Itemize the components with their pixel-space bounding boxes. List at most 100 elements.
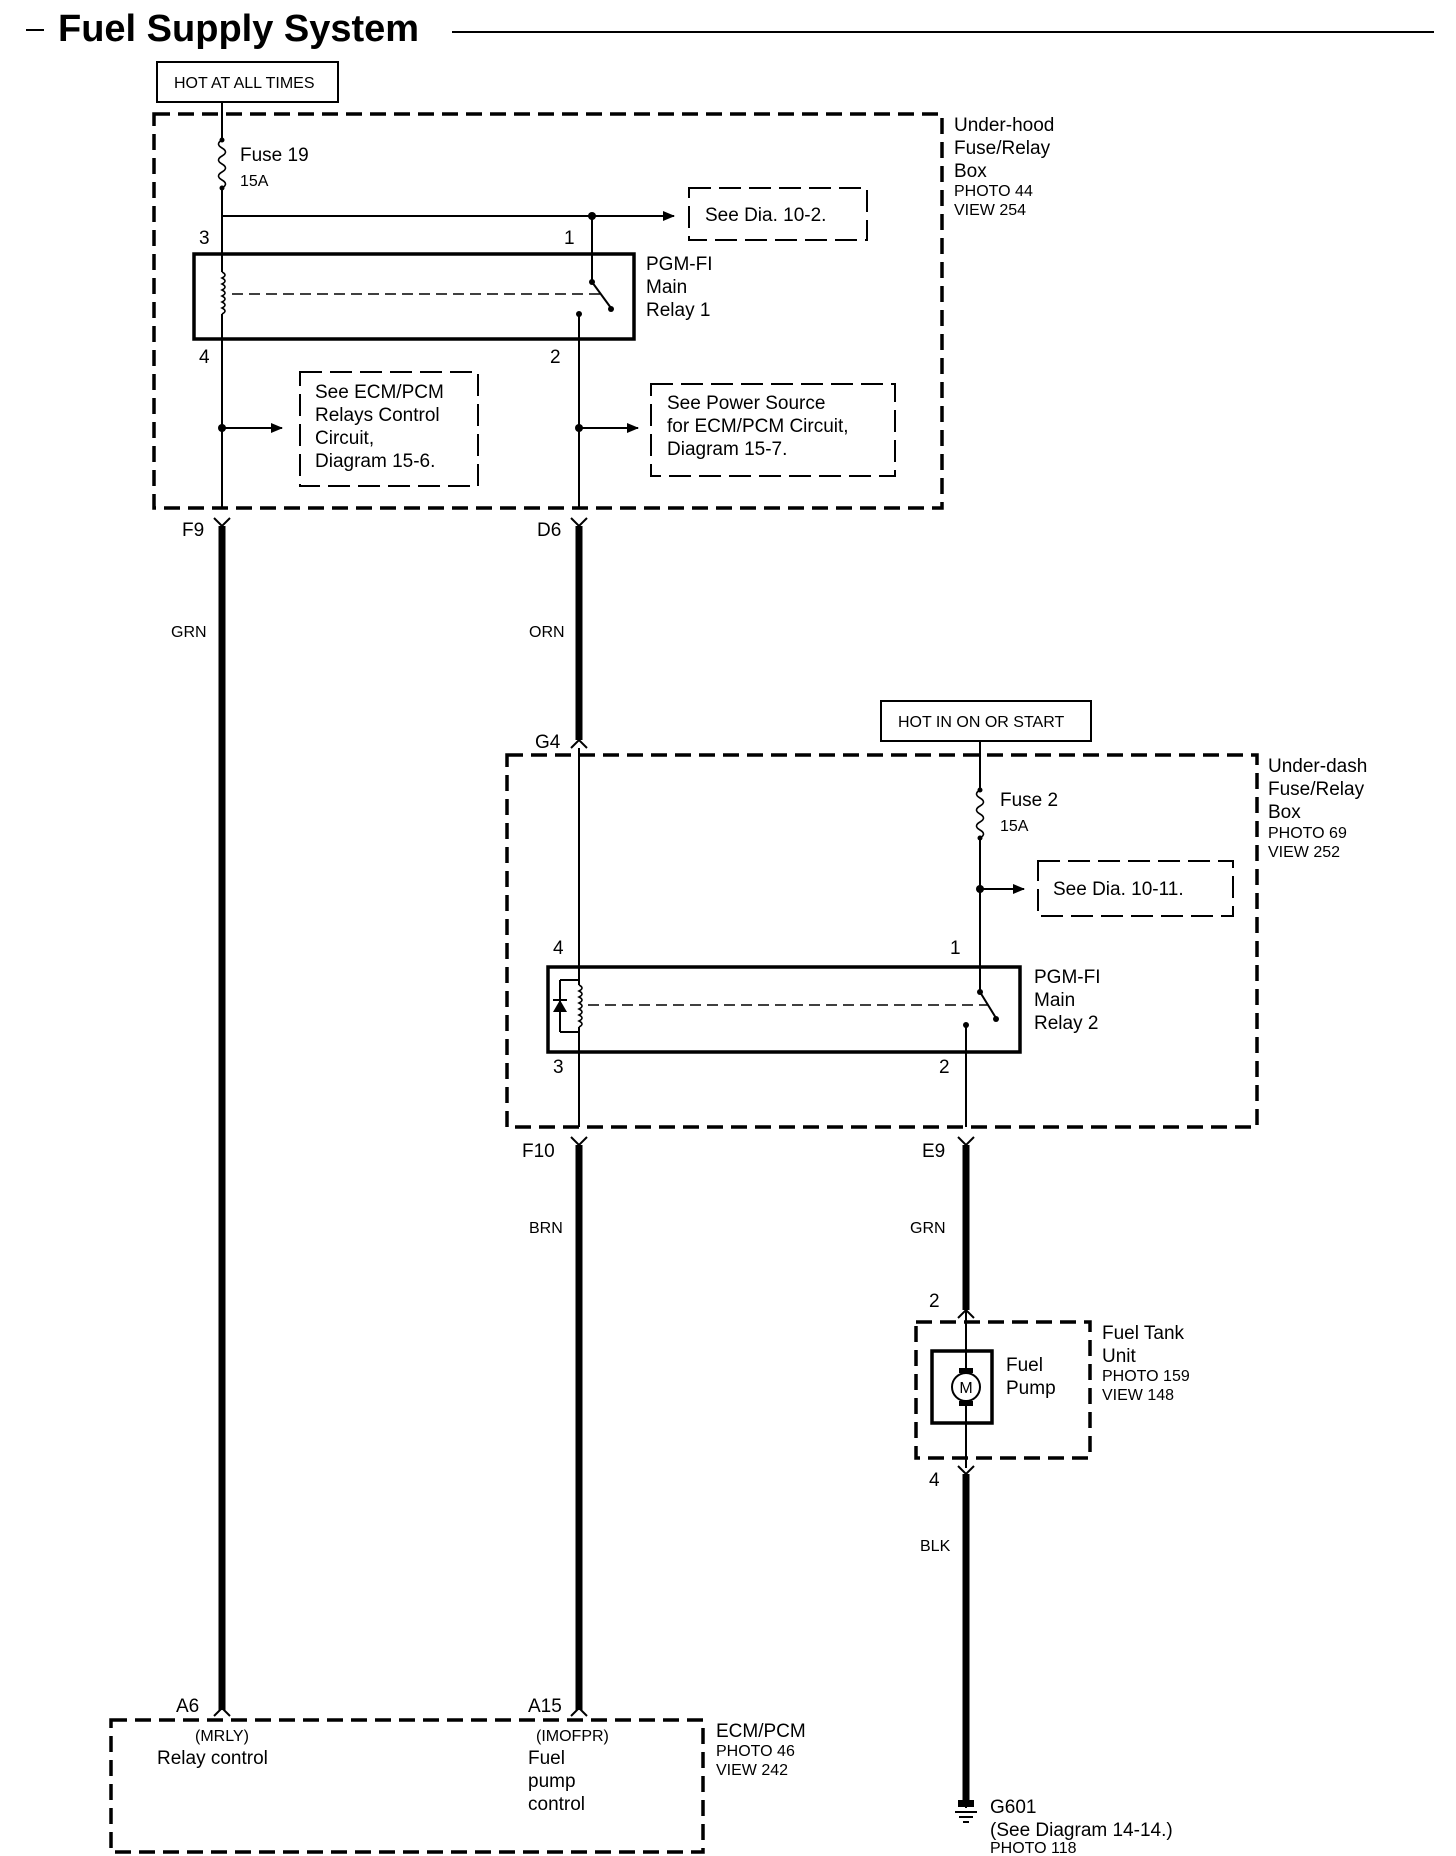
g4-connector-mark: [570, 738, 588, 749]
relay-switch-icon: [591, 281, 612, 309]
fuel-tank-view: VIEW 148: [1102, 1387, 1174, 1404]
connector-g4: G4: [535, 732, 561, 753]
fuse-2-label: Fuse 2: [1000, 790, 1058, 811]
f9-connector-mark: [213, 517, 231, 528]
ground-g601: G601 (See Diagram 14-14.) PHOTO 118: [955, 1797, 1173, 1856]
relay1-name-2: Main: [646, 277, 687, 298]
relay2-name-2: Main: [1034, 990, 1075, 1011]
relay2-name-3: Relay 2: [1034, 1013, 1098, 1034]
relay1-name-1: PGM-FI: [646, 254, 713, 275]
see-dia-10-11-text: See Dia. 10-11.: [1053, 879, 1184, 900]
wire-color-blk: BLK: [920, 1538, 951, 1555]
fuse2-end-top: [977, 787, 983, 793]
relay1-pin-2: 2: [550, 347, 561, 368]
underdash-box-outline: [505, 753, 1259, 1129]
relay1-pin-4: 4: [199, 347, 210, 368]
relay1-name-3: Relay 1: [646, 300, 710, 321]
see-ecm-relays-2: Relays Control: [315, 405, 440, 426]
relay2-contact-arm: [993, 1016, 999, 1022]
fuel-tank-unit: 2 M Fuel Pump Fuel Tank Unit PHOTO 159 V…: [914, 1291, 1190, 1800]
relay-2-coil-icon: [577, 984, 583, 1028]
see-dia-10-2-text: See Dia. 10-2.: [705, 205, 826, 226]
motor-symbol: M: [959, 1380, 972, 1397]
ground-name: G601: [990, 1797, 1036, 1818]
f10-connector-mark: [570, 1136, 588, 1147]
underdash-fuse-relay-box: Under-dash Fuse/Relay Box PHOTO 69 VIEW …: [505, 748, 1367, 1129]
fuel-pump-name-2: Pump: [1006, 1378, 1056, 1399]
e9-connector-mark: [957, 1136, 975, 1147]
lower-harness: F10 E9 BRN GRN: [522, 1136, 975, 1710]
relay-2-box: [546, 965, 1022, 1054]
diode-icon: [553, 979, 579, 1033]
fuel-pump-control-1: Fuel: [528, 1748, 565, 1769]
see-dia-10-2-box: [688, 187, 868, 241]
connector-f9: F9: [182, 520, 204, 541]
relay2-pin-1: 1: [950, 938, 961, 959]
a15-connector-mark: [570, 1706, 588, 1717]
hot-in-on-or-start-label: HOT IN ON OR START: [880, 700, 1092, 790]
see-ecm-relays-1: See ECM/PCM: [315, 382, 444, 403]
underdash-view: VIEW 252: [1268, 844, 1340, 861]
fuel-tank-pin-4: 4: [929, 1470, 940, 1491]
underdash-name-1: Under-dash: [1268, 756, 1367, 777]
fuel-tank-photo: PHOTO 159: [1102, 1368, 1190, 1385]
connector-a6: A6: [176, 1696, 199, 1717]
see-ecm-relays-box: [299, 371, 479, 487]
fuse-end-top: [219, 137, 225, 143]
fuel-tank-name-2: Unit: [1102, 1346, 1137, 1367]
connector-a15: A15: [528, 1696, 562, 1717]
relay2-pin-3: 3: [553, 1057, 564, 1078]
ground-icon: [955, 1800, 977, 1823]
relay-control-label: Relay control: [157, 1748, 268, 1769]
underhood-name-2: Fuse/Relay: [954, 138, 1051, 159]
underhood-name-3: Box: [954, 161, 987, 182]
fuel-tank-name-1: Fuel Tank: [1102, 1323, 1185, 1344]
harness: F9 D6 GRN ORN G4: [171, 517, 588, 1710]
see-ecm-relays-4: Diagram 15-6.: [315, 451, 435, 472]
motor-brush-bottom: [959, 1401, 973, 1406]
fuel-pump-control-3: control: [528, 1794, 585, 1815]
see-power-source-3: Diagram 15-7.: [667, 439, 787, 460]
underdash-photo: PHOTO 69: [1268, 825, 1347, 842]
ecm-name: ECM/PCM: [716, 1721, 806, 1742]
ecm-photo: PHOTO 46: [716, 1743, 795, 1760]
see-power-source-box: [650, 383, 896, 477]
wire-color-grn-left: GRN: [171, 624, 207, 641]
wire-color-brn: BRN: [529, 1220, 563, 1237]
ground-photo: PHOTO 118: [990, 1840, 1077, 1856]
hot-in-on-text: HOT IN ON OR START: [898, 714, 1064, 731]
fuse-2-rating: 15A: [1000, 818, 1029, 835]
wire-color-grn-right: GRN: [910, 1220, 946, 1237]
see-power-source-2: for ECM/PCM Circuit,: [667, 416, 849, 437]
relay-coil-icon: [220, 271, 226, 315]
connector-e9: E9: [922, 1141, 945, 1162]
ecm-view: VIEW 242: [716, 1762, 788, 1779]
ground-plate: [958, 1800, 974, 1807]
hot-at-all-times-box: [156, 61, 339, 103]
fuel-tank-box-outline: [914, 1320, 1092, 1460]
underhood-box-outline: [152, 112, 944, 510]
hot-in-on-box: [880, 700, 1092, 742]
relay1-pin-3: 3: [199, 228, 210, 249]
page-title: Fuel Supply System: [58, 8, 419, 50]
diode-triangle: [553, 1000, 567, 1012]
connector-d6: D6: [537, 520, 561, 541]
fuel-pump-name-1: Fuel: [1006, 1355, 1043, 1376]
underhood-fuse-relay-box: Under-hood Fuse/Relay Box PHOTO 44 VIEW …: [152, 102, 1054, 510]
see-ecm-relays-3: Circuit,: [315, 428, 374, 449]
fuse-19-label: Fuse 19: [240, 145, 309, 166]
relay2-name-1: PGM-FI: [1034, 967, 1101, 988]
fuse-19-rating: 15A: [240, 173, 269, 190]
hot-at-all-times-text: HOT AT ALL TIMES: [174, 75, 315, 92]
connector-f10: F10: [522, 1141, 555, 1162]
ecm-pcm: A6 A15 (MRLY) Relay control (IMOFPR) Fue…: [109, 1696, 806, 1854]
title-bar: Fuel Supply System: [26, 8, 1434, 50]
ground-note: (See Diagram 14-14.): [990, 1820, 1173, 1841]
hot-at-all-times-label: HOT AT ALL TIMES: [156, 61, 339, 103]
wire-color-orn: ORN: [529, 624, 565, 641]
see-dia-10-11-box: [1037, 860, 1234, 917]
see-power-source-1: See Power Source: [667, 393, 825, 414]
d6-connector-mark: [570, 517, 588, 528]
fuse-2-icon: [975, 789, 985, 839]
